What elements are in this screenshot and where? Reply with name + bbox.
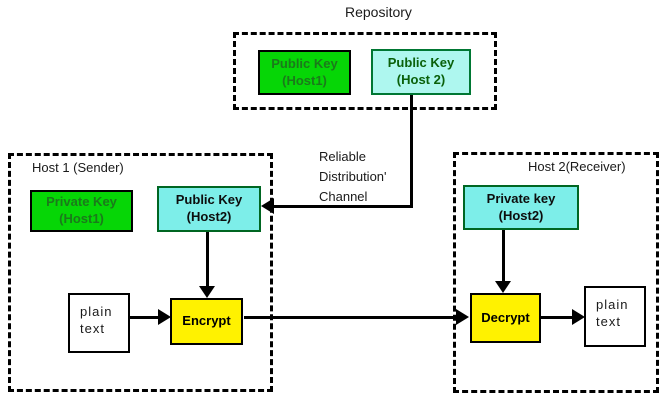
repo-public-key-host2-line1: Public Key: [387, 55, 455, 71]
channel-horizontal-line: [270, 205, 412, 208]
host2-plain-text-line2: text: [596, 313, 621, 329]
repo-public-key-host1-line2: (Host1): [282, 72, 327, 88]
host1-private-key-line1: Private Key: [46, 194, 117, 210]
host2-dashed-box: [453, 152, 659, 393]
decrypt-label: Decrypt: [481, 309, 530, 325]
host2-private-key-line1: Private key: [486, 190, 556, 206]
host1-public-key-line2: (Host2): [186, 209, 232, 224]
host1-plain-text-line2: text: [80, 320, 105, 336]
host1-public-key-box: Public Key (Host2): [157, 186, 261, 232]
host1-title: Host 1 (Sender): [32, 160, 124, 175]
host2-private-key-box: Private key (Host2): [463, 185, 579, 230]
host1-private-key-line2: (Host1): [59, 211, 104, 226]
repository-dashed-box: [233, 32, 497, 110]
host1-plain-text-line1: plain: [80, 304, 113, 319]
decrypt-to-plain-arrowhead-icon: [572, 309, 585, 325]
host2-private-key-line2: (Host2): [498, 207, 544, 223]
pubkey-to-encrypt-arrowhead-icon: [199, 286, 215, 298]
channel-label-line3: Channel: [319, 189, 368, 204]
encrypt-to-decrypt-line: [244, 316, 456, 319]
encrypt-to-decrypt-arrowhead-icon: [456, 309, 469, 325]
host1-dashed-box: [8, 153, 273, 392]
encrypt-label: Encrypt: [182, 313, 231, 329]
channel-vertical-line: [410, 95, 413, 208]
pubkey-to-encrypt-line: [206, 232, 209, 286]
encrypt-box: Encrypt: [170, 298, 243, 345]
decrypt-box: Decrypt: [470, 293, 541, 343]
host2-plain-text-box: plain text: [584, 286, 646, 347]
channel-label-line1: Reliable: [319, 149, 366, 164]
repo-public-key-host1-box: Public Key (Host1): [258, 50, 351, 95]
plain-to-encrypt-arrowhead-icon: [158, 309, 171, 325]
repository-title: Repository: [345, 4, 412, 20]
repo-public-key-host2-line2: (Host 2): [396, 72, 446, 87]
privkey-to-decrypt-line: [502, 230, 505, 281]
host2-plain-text-line1: plain: [596, 297, 629, 312]
repo-public-key-host2-box: Public Key (Host 2): [371, 49, 471, 95]
host1-private-key-box: Private Key (Host1): [30, 190, 133, 232]
channel-label: Reliable Distribution' Channel: [319, 147, 409, 207]
host2-title: Host 2(Receiver): [528, 159, 626, 174]
host1-public-key-line1: Public Key: [175, 192, 243, 208]
privkey-to-decrypt-arrowhead-icon: [495, 281, 511, 293]
plain-to-encrypt-line: [130, 316, 158, 319]
repo-public-key-host1-line1: Public Key: [271, 55, 338, 71]
channel-label-line2: Distribution': [319, 169, 387, 184]
decrypt-to-plain-line: [541, 316, 572, 319]
host1-plain-text-box: plain text: [68, 293, 130, 353]
